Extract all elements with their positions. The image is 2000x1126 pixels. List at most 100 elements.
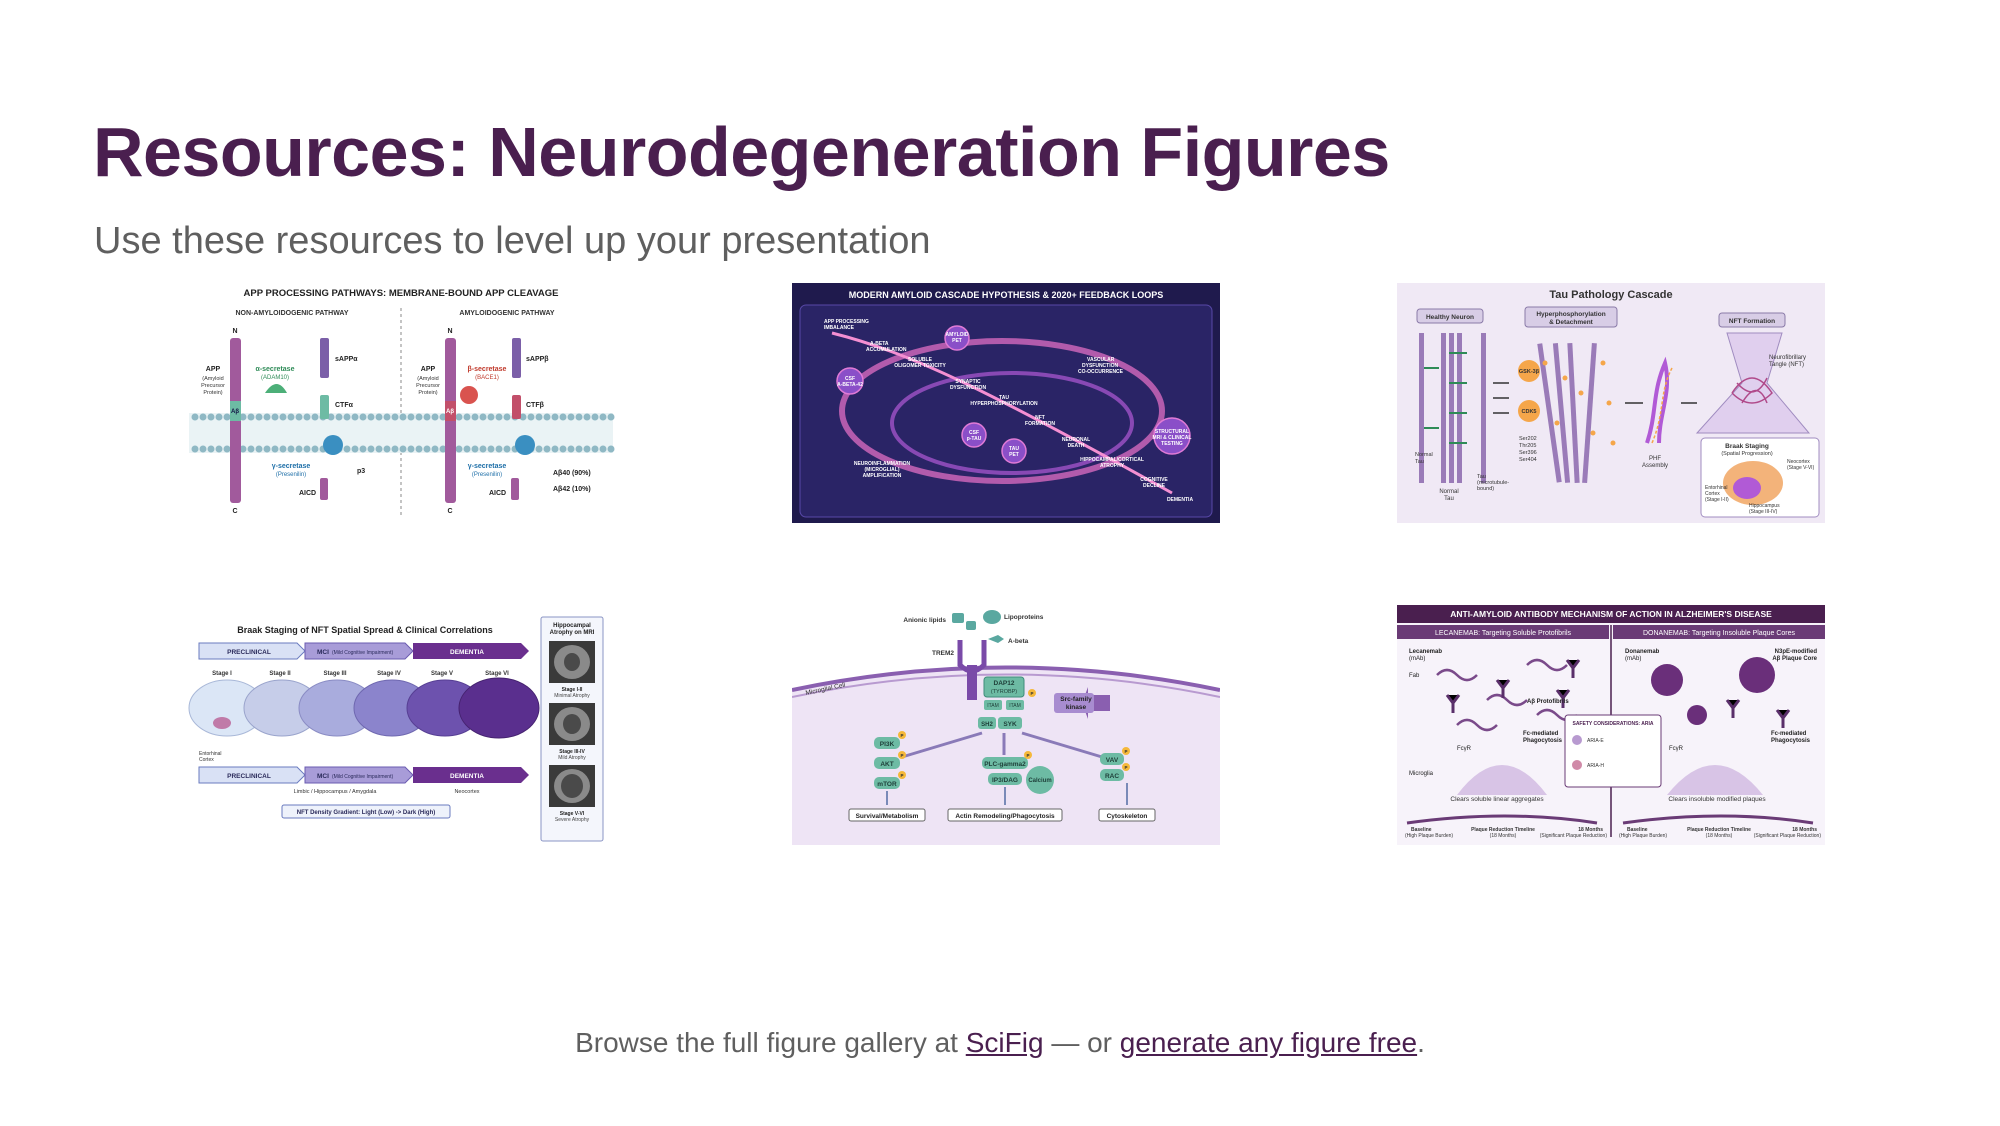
- cascade-label: IMBALANCE: [824, 325, 855, 331]
- label-rac: RAC: [1105, 773, 1119, 780]
- cascade-label: PET: [1009, 452, 1019, 458]
- figure-1-title: APP PROCESSING PATHWAYS: MEMBRANE-BOUND …: [244, 288, 559, 299]
- label-itam: ITAM: [987, 703, 999, 709]
- label-donanemab: Donanemab: [1625, 649, 1660, 655]
- label-hippocampus: Hippocampus: [1749, 503, 1780, 509]
- label-lecanemab: Lecanemab: [1409, 649, 1442, 655]
- phase-dementia: DEMENTIA: [450, 649, 484, 656]
- label-ab40: Aβ40 (90%): [553, 470, 591, 477]
- label-vav: VAV: [1106, 757, 1119, 764]
- label-abeta-right: Aβ: [446, 409, 454, 415]
- trem2-signaling-diagram: Microglial Cell Anionic lipids Lipoprote…: [792, 605, 1220, 845]
- header-hyperphosphorylation: Hyperphosphorylation: [1536, 311, 1605, 318]
- phospho-marker: P: [1124, 749, 1127, 754]
- cascade-label: VASCULAR: [1087, 357, 1115, 363]
- figure-anti-amyloid[interactable]: ANTI-AMYLOID ANTIBODY MECHANISM OF ACTIO…: [1397, 605, 1825, 845]
- figure-4-title: Braak Staging of NFT Spatial Spread & Cl…: [237, 625, 493, 635]
- cascade-label: COGNITIVE: [1140, 477, 1168, 483]
- footer-prefix: Browse the full figure gallery at: [575, 1027, 966, 1058]
- non-amyloidogenic-label: NON-AMYLOIDOGENIC PATHWAY: [235, 310, 348, 317]
- mri-stage-sublabel: Mild Atrophy: [558, 755, 586, 761]
- label-neocortex: Neocortex: [1787, 459, 1810, 465]
- scifig-link[interactable]: SciFig: [965, 1027, 1044, 1058]
- label-assembly: Assembly: [1642, 463, 1668, 469]
- timeline-title-2: Plaque Reduction Timeline: [1687, 827, 1751, 833]
- cascade-label: HIPPOCAMPAL/CORTICAL: [1080, 457, 1144, 463]
- label-thr205: Thr205: [1519, 443, 1536, 449]
- figure-app-processing[interactable]: APP PROCESSING PATHWAYS: MEMBRANE-BOUND …: [187, 283, 615, 523]
- cascade-label: ACCUMULATION: [866, 347, 907, 353]
- label-tyrobp: (TYROBP): [991, 689, 1017, 695]
- figure-braak-staging[interactable]: Braak Staging of NFT Spatial Spread & Cl…: [187, 605, 615, 845]
- mri-stage-label: Stage V-VI: [560, 811, 585, 817]
- mri-stage-label: Stage I-II: [562, 687, 583, 693]
- label-phagocytosis-2: Phagocytosis: [1771, 738, 1811, 744]
- label-spatial: (Spatial Progression): [1721, 451, 1773, 457]
- label-adam10: (ADAM10): [261, 375, 289, 381]
- amyloid-cascade-diagram: MODERN AMYLOID CASCADE HYPOTHESIS & 2020…: [792, 283, 1220, 523]
- cascade-label: STRUCTURAL: [1155, 429, 1189, 435]
- slide-title: Resources: Neurodegeneration Figures: [93, 113, 1390, 191]
- cascade-label: TAU: [1009, 446, 1019, 452]
- label-fcgr: FcγR: [1457, 746, 1472, 752]
- label-protein: Protein): [203, 390, 222, 396]
- label-fcgr-2: FcγR: [1669, 746, 1684, 752]
- figure-2-title: MODERN AMYLOID CASCADE HYPOTHESIS & 2020…: [849, 290, 1163, 300]
- header-nft-formation: NFT Formation: [1729, 318, 1775, 325]
- label-neocortex: Neocortex: [454, 789, 479, 795]
- label-n: N: [232, 328, 237, 335]
- label-p3: p3: [357, 468, 365, 475]
- slide-subtitle: Use these resources to level up your pre…: [94, 220, 931, 262]
- label-aicd: AICD: [299, 490, 316, 497]
- label-limbic: Limbic / Hippocampus / Amygdala: [294, 789, 378, 795]
- stage-label: Stage IV: [377, 671, 401, 677]
- cascade-label: DYSFUNCTION: [950, 385, 987, 391]
- figure-3-title: Tau Pathology Cascade: [1549, 289, 1672, 301]
- cascade-label: AMYLOID: [945, 332, 968, 338]
- generate-figure-link[interactable]: generate any figure free: [1119, 1027, 1418, 1058]
- nft-density-gradient: NFT Density Gradient: Light (Low) -> Dar…: [297, 810, 436, 816]
- cascade-label: MRI & CLINICAL: [1153, 435, 1192, 441]
- figure-trem2-signaling[interactable]: Microglial Cell Anionic lipids Lipoprote…: [792, 605, 1220, 845]
- label-microtubule: (microtubule-: [1477, 480, 1509, 486]
- outcome-cytoskeleton: Cytoskeleton: [1107, 813, 1148, 820]
- cascade-label: ATROPHY: [1100, 463, 1125, 469]
- label-plaque-core: Aβ Plaque Core: [1772, 656, 1817, 662]
- cascade-label: APP PROCESSING: [824, 319, 869, 325]
- label-clears-insoluble: Clears insoluble modified plaques: [1668, 796, 1766, 803]
- label-phf: PHF: [1649, 456, 1661, 462]
- figure-tau-pathology[interactable]: Tau Pathology Cascade Healthy Neuron Hyp…: [1397, 283, 1825, 523]
- label-c-right: C: [447, 508, 452, 515]
- label-entorhinal: Entorhinal: [199, 751, 222, 757]
- cascade-label: A-BETA-42: [837, 382, 863, 388]
- header-detachment: & Detachment: [1549, 319, 1594, 326]
- mri-title-2: Atrophy on MRI: [550, 630, 595, 636]
- label-stage-i-ii: (Stage I-II): [1705, 497, 1729, 503]
- figure-amyloid-cascade[interactable]: MODERN AMYLOID CASCADE HYPOTHESIS & 2020…: [792, 283, 1220, 523]
- stage-label: Stage II: [269, 671, 291, 677]
- cascade-label: DEMENTIA: [1167, 497, 1194, 503]
- anti-amyloid-diagram: ANTI-AMYLOID ANTIBODY MECHANISM OF ACTIO…: [1397, 605, 1825, 845]
- label-entorhinal: Entorhinal: [1705, 485, 1728, 491]
- label-fc-mediated: Fc-mediated: [1523, 731, 1559, 737]
- label-aicd-right: AICD: [489, 490, 506, 497]
- cascade-label: FORMATION: [1025, 421, 1055, 427]
- phase-mci-sub-2: (Mild Cognitive Impairment): [332, 774, 393, 780]
- mri-stage-sublabel: Severe Atrophy: [555, 817, 590, 823]
- label-aria-h: ARIA-H: [1587, 763, 1604, 769]
- phospho-marker: P: [900, 753, 903, 758]
- label-presenilin-right: (Presenilin): [472, 472, 502, 478]
- cascade-label: SOLUBLE: [908, 357, 933, 363]
- label-ser404: Ser404: [1519, 457, 1537, 463]
- label-c: C: [232, 508, 237, 515]
- label-sh2: SH2: [981, 722, 993, 728]
- cascade-label: CSF: [845, 376, 855, 382]
- phospho-marker: P: [1026, 753, 1029, 758]
- label-dap12: DAP12: [994, 680, 1015, 687]
- cascade-label: PET: [952, 338, 962, 344]
- label-app: APP: [206, 366, 221, 373]
- label-sappa: sAPPα: [335, 356, 358, 363]
- stage-label: Stage I: [212, 671, 232, 677]
- outcome-survival: Survival/Metabolism: [856, 813, 919, 820]
- label-abeta: Aβ: [231, 409, 239, 415]
